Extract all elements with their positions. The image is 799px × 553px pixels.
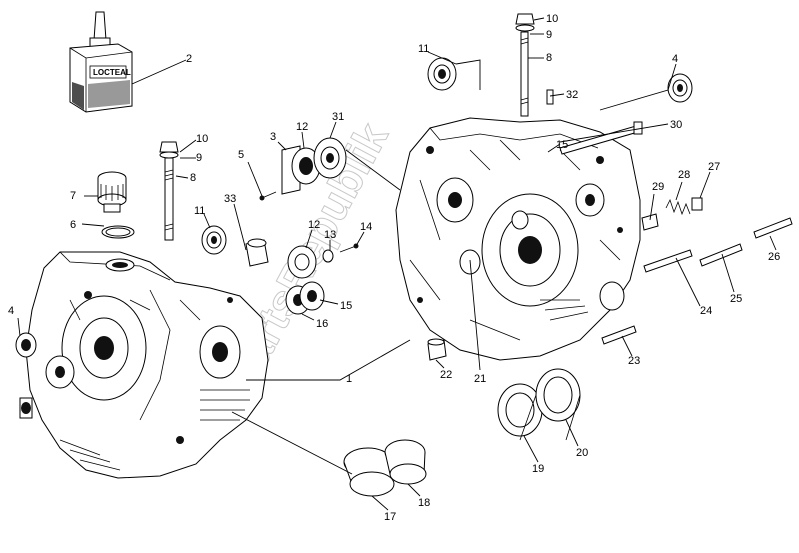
callout-26: 26 xyxy=(768,251,780,263)
bolt-26 xyxy=(753,217,793,239)
callout-32: 32 xyxy=(566,89,578,101)
callout-7: 7 xyxy=(70,190,76,202)
bearing-12-lower xyxy=(287,245,334,279)
seal-15-16 xyxy=(285,281,325,315)
bearing-19 xyxy=(497,383,543,437)
bushing-18 xyxy=(384,439,427,485)
bearing-11-left xyxy=(201,225,227,255)
right-crankcase-half xyxy=(395,117,641,361)
callout-1: 1 xyxy=(346,373,352,385)
callout-13: 13 xyxy=(324,229,336,241)
sealant-label: LOCTEAL xyxy=(93,68,131,77)
callout-21: 21 xyxy=(474,373,486,385)
leader-lines xyxy=(17,17,777,511)
callout-22: 22 xyxy=(440,369,452,381)
callout-16: 16 xyxy=(316,318,328,330)
bushing-33 xyxy=(245,238,269,267)
oil-pressure-stud-right xyxy=(515,13,535,117)
callout-25: 25 xyxy=(730,293,742,305)
callout-8-left: 8 xyxy=(190,172,196,184)
callout-14: 14 xyxy=(360,221,372,233)
bolt-24 xyxy=(643,249,693,273)
bearing-stack-upper xyxy=(281,137,347,195)
callout-15-left: 15 xyxy=(340,300,352,312)
callout-3: 3 xyxy=(270,131,276,143)
callout-27: 27 xyxy=(708,161,720,173)
bolt-25 xyxy=(699,243,743,267)
callout-9-right: 9 xyxy=(546,29,552,41)
callout-4-left: 4 xyxy=(8,305,14,317)
bolt-23 xyxy=(601,325,637,345)
callout-9-left: 9 xyxy=(196,152,202,164)
callout-11-left: 11 xyxy=(194,205,205,217)
callout-labels: 2 10 9 8 7 6 4 11 33 5 3 12 31 12 13 14 … xyxy=(8,13,780,523)
o-ring-inner xyxy=(105,227,131,237)
callout-30: 30 xyxy=(670,119,682,131)
callout-5: 5 xyxy=(238,149,244,161)
callout-2: 2 xyxy=(186,53,192,65)
callout-11-top: 11 xyxy=(418,43,429,55)
callout-28: 28 xyxy=(678,169,690,181)
oil-pressure-stud-left xyxy=(159,141,179,241)
screw-14 xyxy=(339,245,357,253)
filler-cap xyxy=(97,171,127,213)
callout-8-right: 8 xyxy=(546,52,552,64)
oil-seal-right xyxy=(667,73,693,103)
callout-6: 6 xyxy=(70,219,76,231)
callout-19: 19 xyxy=(532,463,544,475)
callout-10-right: 10 xyxy=(546,13,558,25)
bearing-11-top xyxy=(427,57,457,91)
callout-20: 20 xyxy=(576,447,588,459)
callout-12-upper: 12 xyxy=(296,121,308,133)
screw-5 xyxy=(261,191,277,199)
oil-seal-left xyxy=(15,332,37,358)
bushing-17 xyxy=(343,447,395,497)
dowel-32 xyxy=(546,89,554,105)
callout-29: 29 xyxy=(652,181,664,193)
bushing-20 xyxy=(519,368,581,441)
left-crankcase-half xyxy=(19,251,269,479)
callout-24: 24 xyxy=(700,305,712,317)
callout-4-right: 4 xyxy=(672,53,678,65)
callout-31: 31 xyxy=(332,111,344,123)
sealant-bottle: LOCTEAL xyxy=(69,11,133,113)
callout-23: 23 xyxy=(628,355,640,367)
callout-17: 17 xyxy=(384,511,396,523)
callout-15-right: 15 xyxy=(556,139,568,151)
callout-18: 18 xyxy=(418,497,430,509)
callout-10-left: 10 xyxy=(196,133,208,145)
callout-33: 33 xyxy=(224,193,236,205)
callout-12-lower: 12 xyxy=(308,219,320,231)
plug-spring-group xyxy=(641,197,703,231)
